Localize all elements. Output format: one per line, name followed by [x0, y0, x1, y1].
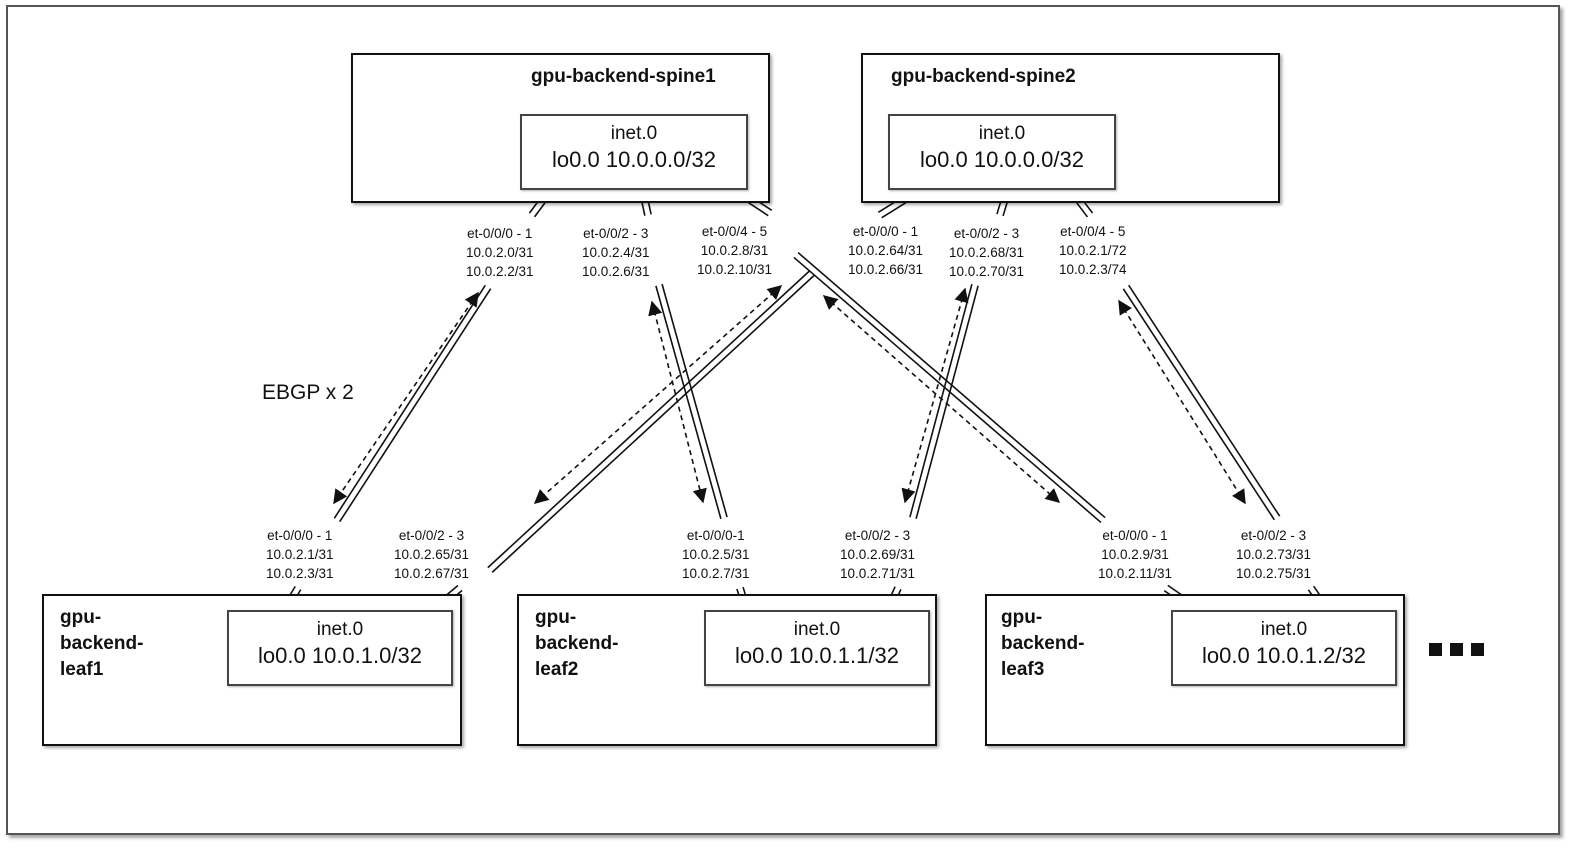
leaf1-table-name: inet.0: [316, 619, 364, 640]
spine2-table-name: inet.0: [978, 123, 1026, 144]
port-address: 10.0.2.9/31: [1101, 547, 1169, 562]
leaf1-port-label: et-0/0/0 - 1 10.0.2.1/31 10.0.2.3/31: [266, 526, 334, 583]
spine1-box[interactable]: gpu-backend-spine1 inet.0 lo0.0 10.0.0.0…: [351, 53, 770, 203]
cable-line: [655, 285, 722, 520]
leaf2-routing-table: inet.0 lo0.0 10.0.1.1/32: [704, 610, 930, 686]
port-name: et-0/0/4 - 5: [1060, 224, 1126, 239]
leaf1-routing-table: inet.0 lo0.0 10.0.1.0/32: [227, 610, 453, 686]
cable-line: [491, 274, 815, 573]
port-name: et-0/0/2 - 3: [953, 226, 1020, 241]
leaf2-loopback: lo0.0 10.0.1.1/32: [735, 643, 899, 668]
port-address: 10.0.2.3/74: [1059, 262, 1127, 277]
spine1-table-name: inet.0: [610, 123, 658, 144]
port-address: 10.0.2.0/31: [466, 245, 534, 260]
port-name: et-0/0/2 - 3: [1240, 528, 1307, 543]
cable-line: [339, 288, 492, 523]
spine2-loopback: lo0.0 10.0.0.0/32: [920, 147, 1084, 172]
leaf1-loopback: lo0.0 10.0.1.0/32: [258, 643, 422, 668]
leaf2-table-name: inet.0: [793, 619, 841, 640]
port-name: et-0/0/4 - 5: [701, 224, 768, 239]
port-name: et-0/0/2 - 3: [398, 528, 465, 543]
ebgp-session-label: EBGP x 2: [262, 381, 354, 404]
leaf2-port-label: et-0/0/0-1 10.0.2.5/31 10.0.2.7/31: [682, 526, 750, 583]
spine2-port-label: et-0/0/0 - 1 10.0.2.64/31 10.0.2.66/31: [848, 222, 923, 279]
leaf1-box[interactable]: gpu- backend- leaf1 inet.0 lo0.0 10.0.1.…: [42, 594, 462, 746]
leaf3-routing-table: inet.0 lo0.0 10.0.1.2/32: [1171, 610, 1397, 686]
leaf1-title: gpu- backend- leaf1: [60, 607, 144, 680]
port-address: 10.0.2.8/31: [700, 243, 769, 258]
more-leaves-ellipsis-icon: [1429, 630, 1492, 664]
spine1-port-label: et-0/0/0 - 1 10.0.2.0/31 10.0.2.2/31: [466, 224, 534, 281]
port-address: 10.0.2.1/31: [266, 547, 334, 562]
port-address: 10.0.2.10/31: [697, 262, 773, 277]
cable-line: [909, 283, 973, 518]
port-address: 10.0.2.68/31: [949, 245, 1025, 260]
port-address: 10.0.2.7/31: [682, 566, 750, 581]
leaf2-title: gpu- backend- leaf2: [535, 607, 619, 680]
port-address: 10.0.2.6/31: [582, 264, 650, 279]
port-address: 10.0.2.69/31: [840, 547, 916, 562]
spine1-title: gpu-backend-spine1: [531, 66, 716, 87]
port-address: 10.0.2.1/72: [1059, 243, 1127, 258]
spine1-loopback: lo0.0 10.0.0.0/32: [552, 147, 716, 172]
port-address: 10.0.2.67/31: [394, 566, 470, 581]
spine2-box[interactable]: gpu-backend-spine2 inet.0 lo0.0 10.0.0.0…: [861, 53, 1280, 203]
port-address: 10.0.2.64/31: [848, 243, 924, 258]
leaf3-port-label: et-0/0/2 - 3 10.0.2.73/31 10.0.2.75/31: [1236, 526, 1311, 583]
cable-line: [661, 283, 728, 518]
spine2-port-label: et-0/0/2 - 3 10.0.2.68/31 10.0.2.70/31: [949, 224, 1024, 281]
leaf3-port-label: et-0/0/0 - 1 10.0.2.9/31 10.0.2.11/31: [1098, 526, 1172, 583]
port-address: 10.0.2.75/31: [1236, 566, 1312, 581]
port-name: et-0/0/0 - 1: [267, 528, 333, 543]
spine1-port-label: et-0/0/4 - 5 10.0.2.8/31 10.0.2.10/31: [697, 222, 772, 279]
leaf2-box[interactable]: gpu- backend- leaf2 inet.0 lo0.0 10.0.1.…: [517, 594, 937, 746]
spine2-port-label: et-0/0/4 - 5 10.0.2.1/72 10.0.2.3/74: [1059, 222, 1127, 279]
cable-line: [793, 256, 1102, 524]
ebgp-session-arrow: [333, 291, 479, 505]
port-name: et-0/0/2 - 3: [583, 226, 649, 241]
port-address: 10.0.2.5/31: [682, 547, 750, 562]
port-name: et-0/0/0 - 1: [852, 224, 919, 239]
cable-line: [915, 285, 979, 520]
port-address: 10.0.2.65/31: [394, 547, 470, 562]
port-name: et-0/0/0 - 1: [467, 226, 533, 241]
port-address: 10.0.2.71/31: [840, 566, 916, 581]
leaf2-port-label: et-0/0/2 - 3 10.0.2.69/31 10.0.2.71/31: [840, 526, 915, 583]
ebgp-session-arrow: [533, 285, 783, 504]
ebgp-session-arrow: [822, 295, 1061, 503]
cable-line: [333, 284, 486, 519]
port-address: 10.0.2.70/31: [949, 264, 1025, 279]
ebgp-session-arrow: [901, 287, 969, 504]
leaf3-title: gpu- backend- leaf3: [1001, 607, 1085, 680]
port-name: et-0/0/2 - 3: [844, 528, 911, 543]
port-name: et-0/0/0-1: [686, 528, 745, 543]
spine1-port-label: et-0/0/2 - 3 10.0.2.4/31 10.0.2.6/31: [582, 224, 650, 281]
cable-line: [1128, 284, 1281, 517]
ebgp-session-arrow: [1118, 299, 1246, 505]
port-address: 10.0.2.4/31: [582, 245, 650, 260]
cable-line: [487, 270, 811, 569]
port-address: 10.0.2.3/31: [266, 566, 334, 581]
spine2-title: gpu-backend-spine2: [891, 66, 1076, 87]
cable-line: [1122, 288, 1275, 521]
leaf3-table-name: inet.0: [1260, 619, 1308, 640]
spine2-routing-table: inet.0 lo0.0 10.0.0.0/32: [888, 114, 1116, 190]
port-address: 10.0.2.11/31: [1098, 566, 1173, 581]
port-address: 10.0.2.66/31: [848, 262, 924, 277]
spine1-routing-table: inet.0 lo0.0 10.0.0.0/32: [520, 114, 748, 190]
port-name: et-0/0/0 - 1: [1102, 528, 1168, 543]
leaf1-port-label: et-0/0/2 - 3 10.0.2.65/31 10.0.2.67/31: [394, 526, 469, 583]
leaf3-loopback: lo0.0 10.0.1.2/32: [1202, 643, 1366, 668]
leaf3-box[interactable]: gpu- backend- leaf3 inet.0 lo0.0 10.0.1.…: [985, 594, 1405, 746]
port-address: 10.0.2.73/31: [1236, 547, 1312, 562]
port-address: 10.0.2.2/31: [466, 264, 534, 279]
